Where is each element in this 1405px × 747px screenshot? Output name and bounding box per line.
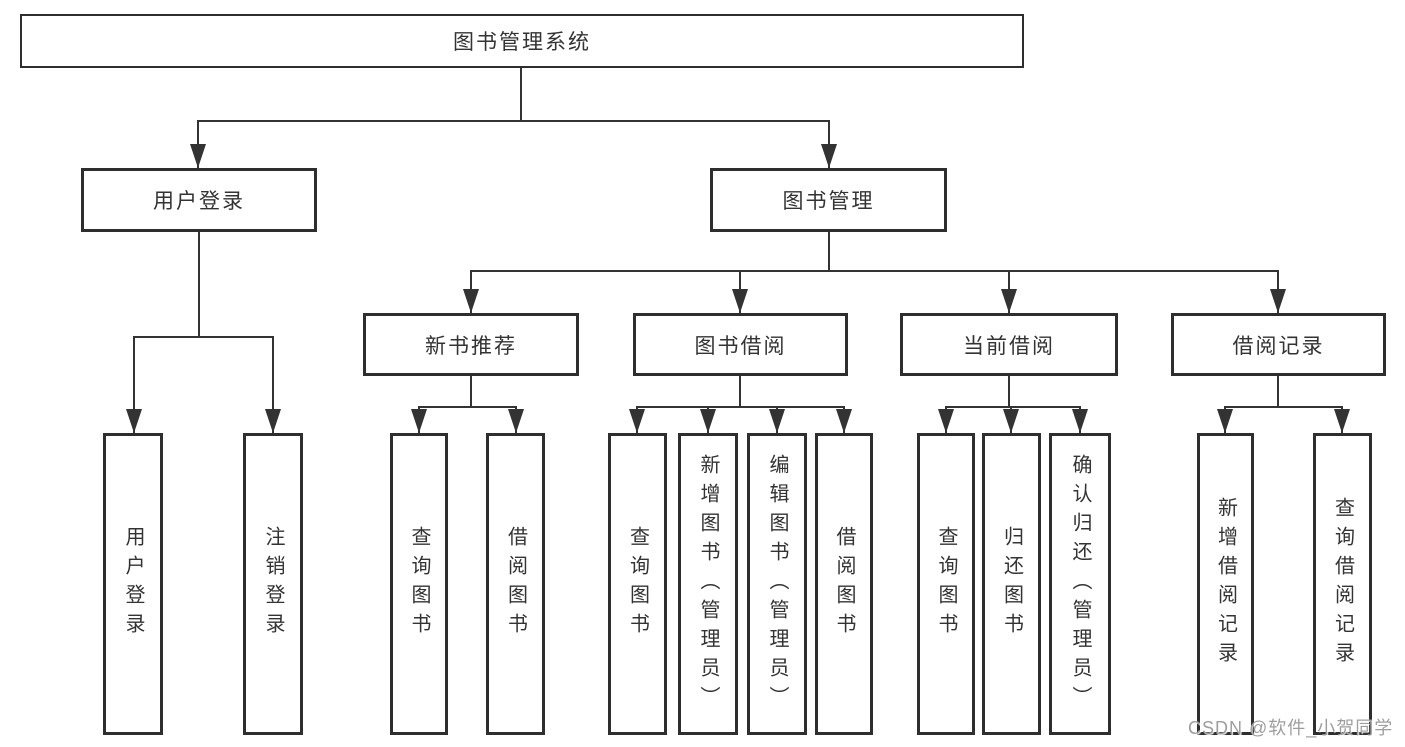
leaf-label: 查询图书 [408,526,430,642]
arrowhead-down-icon [411,409,427,433]
leaf-label: 新增图书（管理员） [697,453,719,715]
leaf-query-books-recommend: 查询图书 [390,433,448,735]
csdn-watermark: CSDN @软件_小贺同学 [1188,718,1394,738]
node-borrow-record-label: 借阅记录 [1232,334,1325,358]
arrowhead-down-icon [265,409,281,433]
connector-line [198,232,200,338]
connector-line [739,376,741,408]
leaf-label: 注销登录 [262,526,284,642]
arrowhead-down-icon [508,409,524,433]
connector-line [1008,376,1010,408]
node-new-book-recommend-label: 新书推荐 [425,334,517,358]
arrowhead-down-icon [938,409,954,433]
node-user-login: 用户登录 [81,168,317,232]
leaf-add-books-admin: 新增图书（管理员） [678,433,738,735]
leaf-confirm-return-admin: 确认归还（管理员） [1049,433,1111,735]
arrowhead-down-icon [1001,289,1017,313]
leaf-label: 归还图书 [1000,526,1023,642]
node-root: 图书管理系统 [20,14,1024,68]
leaf-borrow-books-recommend: 借阅图书 [486,433,545,735]
leaf-label: 用户登录 [122,526,144,642]
arrowhead-down-icon [463,289,479,313]
node-book-management-label: 图书管理 [782,190,875,213]
node-current-borrow: 当前借阅 [900,313,1118,376]
leaf-query-borrow-record: 查询借阅记录 [1313,433,1372,735]
connector-line [1277,376,1279,408]
arrowhead-down-icon [1217,409,1233,433]
connector-line [1224,406,1343,408]
leaf-label: 借阅图书 [833,526,855,642]
leaf-logout: 注销登录 [243,433,303,735]
arrowhead-down-icon [700,409,716,433]
leaf-label: 新增借阅记录 [1214,497,1237,671]
connector-line [636,406,845,408]
node-book-borrow: 图书借阅 [633,313,848,376]
arrowhead-down-icon [821,144,837,168]
connector-line [272,336,274,433]
leaf-return-books: 归还图书 [982,433,1041,735]
leaf-borrow-books: 借阅图书 [815,433,873,735]
leaf-label: 查询借阅记录 [1331,497,1354,671]
leaf-add-borrow-record: 新增借阅记录 [1197,433,1254,735]
arrowhead-down-icon [732,289,748,313]
connector-line [197,120,830,122]
leaf-label: 借阅图书 [504,526,527,642]
arrowhead-down-icon [190,144,206,168]
arrowhead-down-icon [836,409,852,433]
arrowhead-down-icon [1270,289,1286,313]
connector-line [133,336,135,433]
leaf-query-books-borrow: 查询图书 [608,433,667,735]
connector-line [418,406,517,408]
node-current-borrow-label: 当前借阅 [963,334,1055,358]
leaf-label: 查询图书 [626,526,649,642]
arrowhead-down-icon [1072,409,1088,433]
connector-line [133,336,274,338]
leaf-label: 查询图书 [935,526,957,642]
arrowhead-down-icon [629,409,645,433]
leaf-label: 确认归还（管理员） [1069,453,1091,715]
node-new-book-recommend: 新书推荐 [363,313,579,376]
arrowhead-down-icon [1003,409,1019,433]
node-borrow-record: 借阅记录 [1171,313,1386,376]
arrowhead-down-icon [1334,409,1350,433]
connector-line [945,406,1081,408]
connector-line [520,67,522,122]
connector-line [470,270,1279,272]
node-root-label: 图书管理系统 [453,31,591,54]
leaf-user-login: 用户登录 [103,433,163,735]
connector-line [828,232,830,272]
node-book-borrow-label: 图书借阅 [694,334,787,358]
leaf-query-books-current: 查询图书 [917,433,975,735]
arrowhead-down-icon [769,409,785,433]
connector-line [470,376,472,408]
node-user-login-label: 用户登录 [153,190,245,213]
leaf-edit-books-admin: 编辑图书（管理员） [747,433,807,735]
arrowhead-down-icon [126,409,142,433]
leaf-label: 编辑图书（管理员） [766,453,788,715]
node-book-management: 图书管理 [710,168,947,232]
